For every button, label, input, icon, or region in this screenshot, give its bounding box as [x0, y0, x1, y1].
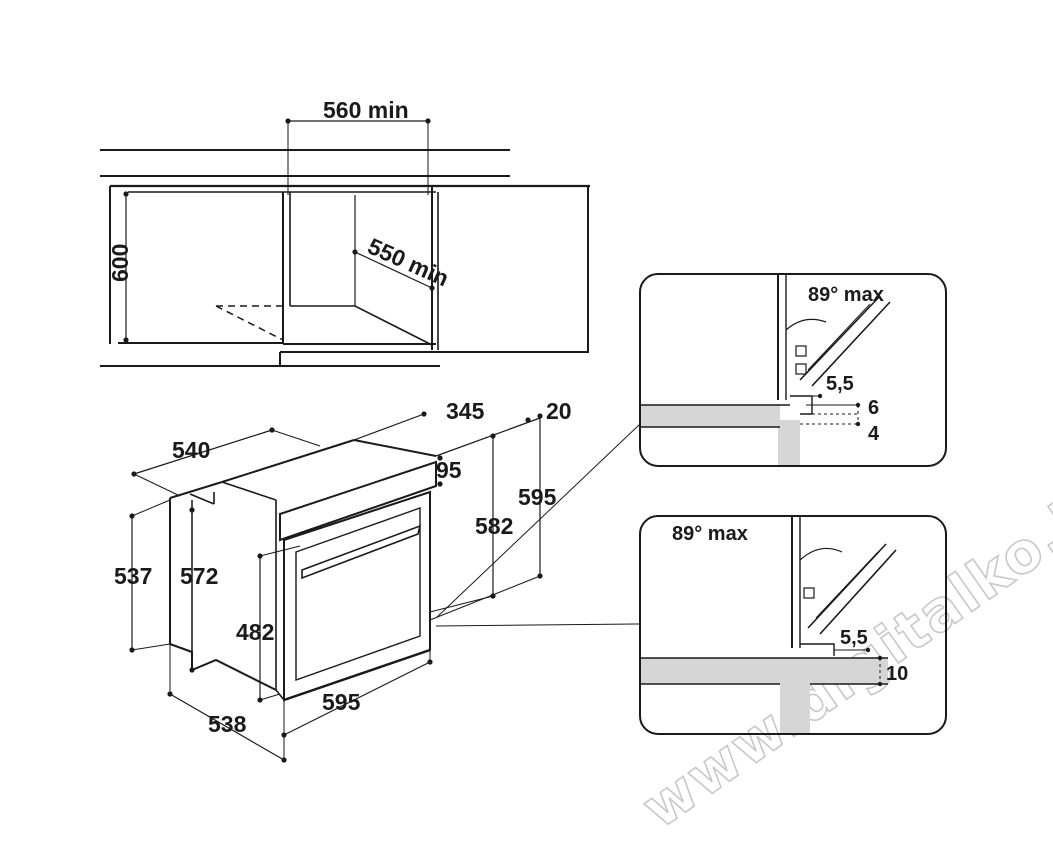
outer-height-label: 572 [180, 563, 218, 589]
door-height-label: 482 [236, 619, 274, 645]
oven-drawing: 540 345 20 95 582 595 537 [114, 398, 641, 763]
offset-label: 95 [436, 457, 462, 483]
panel-depth-label: 345 [446, 398, 485, 424]
body-height-label: 537 [114, 563, 152, 589]
top-gap-a-label: 5,5 [826, 373, 854, 395]
top-gap-c-label: 4 [868, 423, 880, 445]
detail-top: 89° max 5,5 6 4 [639, 273, 947, 467]
front-height-label: 595 [518, 484, 557, 510]
niche-drawing: 560 min 550 min 600 [100, 97, 590, 367]
bottom-gap-b-label: 10 [886, 663, 908, 685]
oven-depth-label: 540 [172, 437, 210, 463]
bottom-depth-label: 538 [208, 711, 247, 737]
top-angle-label: 89° max [808, 284, 884, 306]
inner-height-label: 582 [475, 513, 513, 539]
top-gap-b-label: 6 [868, 397, 879, 419]
gap-label: 20 [546, 398, 572, 424]
niche-depth-label: 550 min [364, 233, 453, 292]
niche-width-label: 560 min [323, 97, 409, 123]
bottom-gap-a-label: 5,5 [840, 627, 868, 649]
niche-height-label: 600 [107, 244, 133, 282]
front-width-label: 595 [322, 689, 361, 715]
detail-bottom: 89° max 5,5 10 [639, 515, 947, 735]
bottom-angle-label: 89° max [672, 523, 748, 545]
